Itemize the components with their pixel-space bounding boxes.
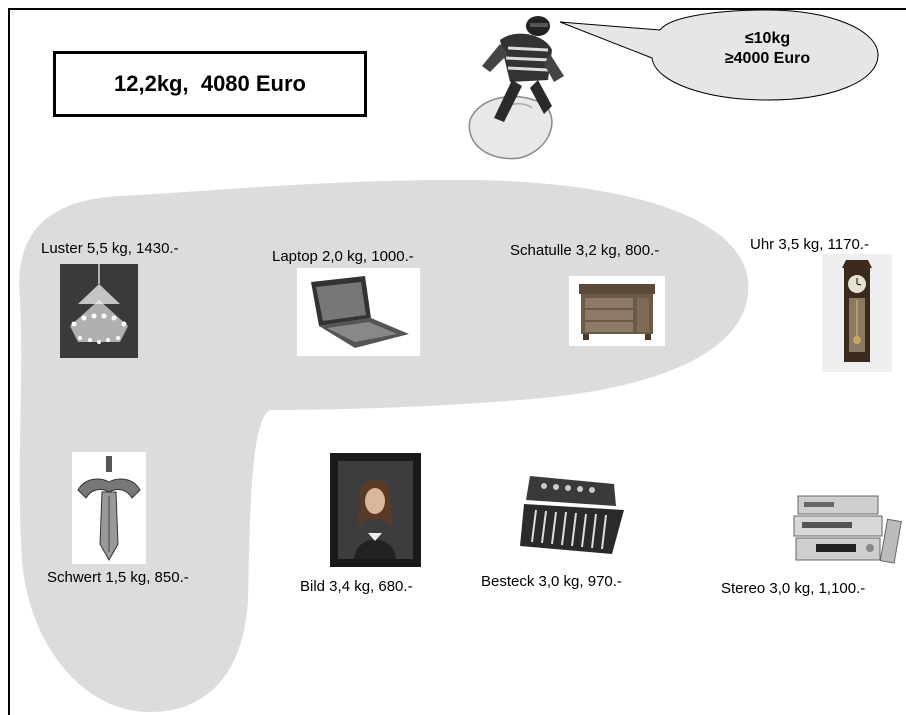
portrait-painting-icon bbox=[330, 453, 421, 567]
item-label-laptop: Laptop 2,0 kg, 1000.- bbox=[272, 248, 414, 265]
item-label-schatulle: Schatulle 3,2 kg, 800.- bbox=[510, 242, 660, 259]
chandelier-icon bbox=[60, 264, 138, 358]
item-label-uhr: Uhr 3,5 kg, 1170.- bbox=[750, 236, 869, 253]
burglar-with-sack-icon bbox=[468, 16, 564, 160]
slide-frame bbox=[8, 8, 906, 715]
constraint-value: ≥4000 Euro bbox=[724, 50, 811, 67]
pendulum-clock-icon bbox=[822, 254, 892, 372]
result-text: 12,2kg, 4080 Euro bbox=[114, 71, 306, 96]
sword-icon bbox=[72, 452, 146, 564]
result-box: 12,2kg, 4080 Euro bbox=[53, 51, 367, 117]
stereo-system-icon bbox=[790, 490, 902, 570]
constraint-text: ≤10kg ≥4000 Euro bbox=[690, 29, 845, 69]
laptop-icon bbox=[297, 268, 420, 356]
item-label-schwert: Schwert 1,5 kg, 850.- bbox=[47, 569, 189, 586]
constraint-weight: ≤10kg bbox=[744, 30, 791, 47]
cutlery-case-icon bbox=[516, 470, 632, 558]
item-label-luster: Luster 5,5 kg, 1430.- bbox=[41, 240, 179, 257]
item-label-bild: Bild 3,4 kg, 680.- bbox=[300, 578, 413, 595]
item-label-stereo: Stereo 3,0 kg, 1,100.- bbox=[721, 580, 866, 597]
jewelry-box-icon bbox=[569, 276, 665, 346]
item-label-besteck: Besteck 3,0 kg, 970.- bbox=[481, 573, 622, 590]
